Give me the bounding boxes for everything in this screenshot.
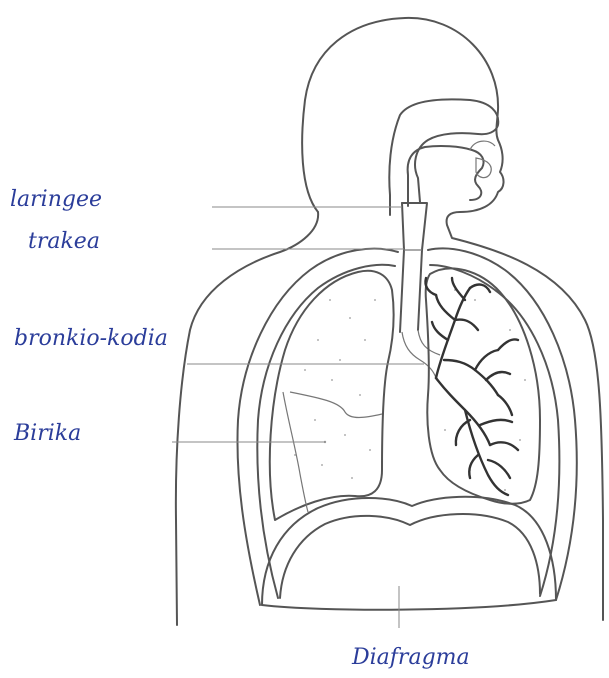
left-lung bbox=[270, 271, 394, 520]
nasal-oral-cavity bbox=[389, 99, 498, 215]
label-trakea: trakea bbox=[28, 229, 100, 254]
bronchial-tree bbox=[425, 278, 518, 495]
body-outline bbox=[176, 18, 603, 625]
larynx-trachea bbox=[400, 203, 440, 378]
label-laringee: laringee bbox=[10, 187, 102, 212]
label-bronkio-kodia: bronkio-kodia bbox=[14, 326, 168, 351]
diaphragm bbox=[262, 497, 556, 610]
label-diafragma: Diafragma bbox=[351, 645, 470, 670]
thoracic-cavity bbox=[237, 248, 576, 605]
label-birika: Birika bbox=[13, 421, 81, 446]
